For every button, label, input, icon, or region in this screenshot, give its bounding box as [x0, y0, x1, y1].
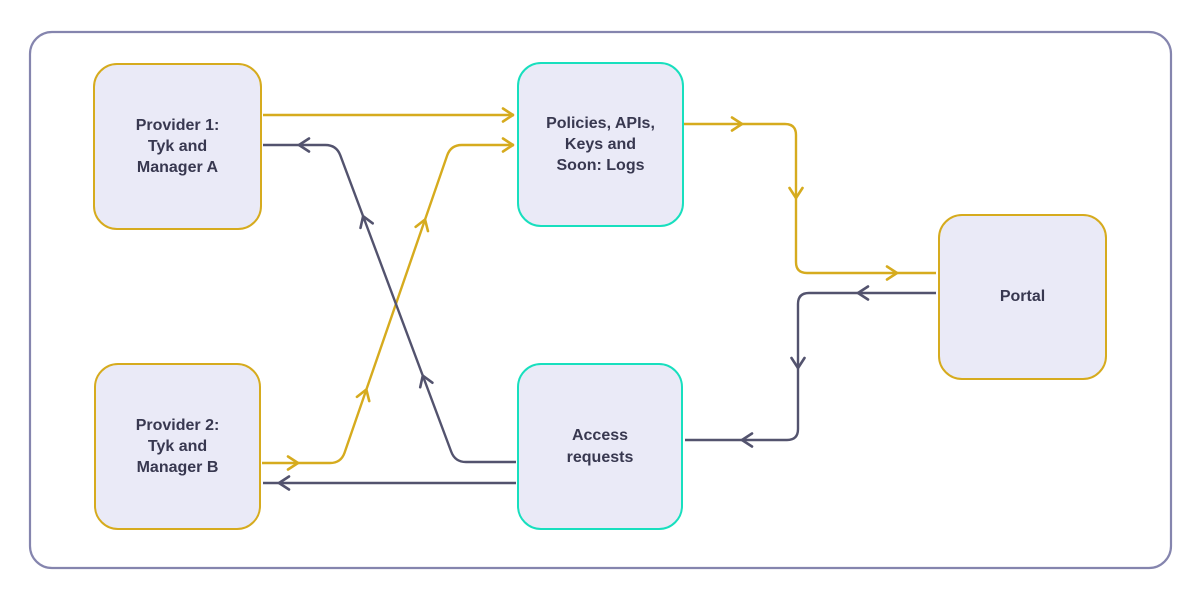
node-provider1: Provider 1: Tyk and Manager A: [93, 63, 262, 230]
edge-provider2-to-policies: [262, 143, 514, 465]
node-portal-label: Portal: [999, 288, 1046, 306]
edge-portal-to-access-requests: [685, 291, 936, 442]
node-access-requests: Access requests: [517, 363, 683, 530]
node-portal: Portal: [938, 214, 1107, 380]
edge-policies-to-portal: [684, 122, 936, 275]
node-policies-label: Policies, APIs, Keys and Soon: Logs: [546, 114, 655, 175]
node-access-requests-label: Access requests: [566, 427, 634, 466]
outer-frame: [28, 30, 1173, 570]
node-provider2: Provider 2: Tyk and Manager B: [94, 363, 261, 530]
node-provider2-label: Provider 2: Tyk and Manager B: [135, 416, 220, 477]
node-provider1-label: Provider 1: Tyk and Manager A: [135, 116, 220, 177]
edge-access-requests-to-provider1: [263, 143, 516, 464]
node-policies: Policies, APIs, Keys and Soon: Logs: [517, 62, 684, 227]
